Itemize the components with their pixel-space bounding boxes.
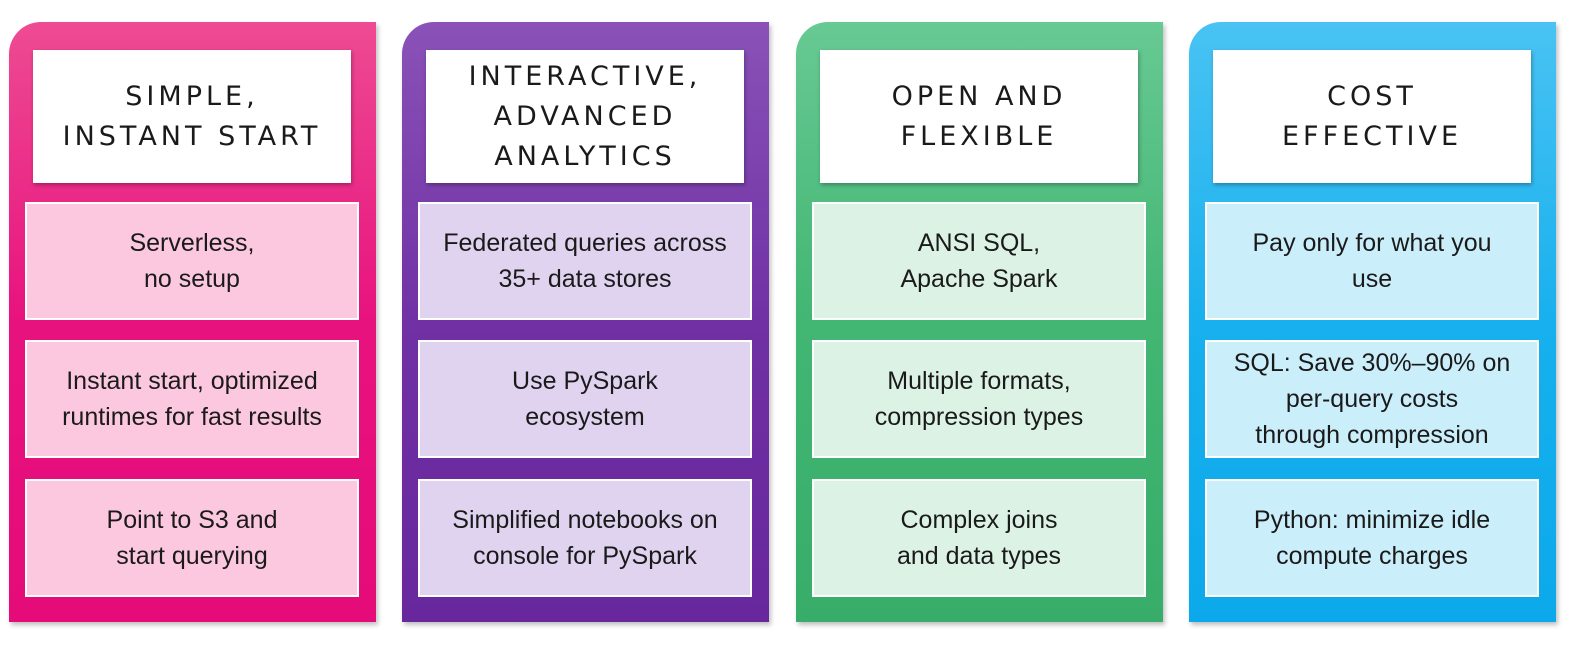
feature-card: Federated queries across 35+ data stores bbox=[418, 202, 752, 320]
column-header: OPEN AND FLEXIBLE bbox=[820, 50, 1138, 183]
feature-card-text: Complex joins and data types bbox=[896, 506, 1061, 570]
feature-card-text: SQL: Save 30%–90% on per-query costs thr… bbox=[1233, 349, 1511, 449]
feature-card-text: Serverless, no setup bbox=[129, 229, 255, 293]
column-interactive-advanced-analytics: INTERACTIVE, ADVANCED ANALYTICS Federate… bbox=[402, 22, 769, 622]
feature-card-text: Multiple formats, compression types bbox=[874, 367, 1084, 431]
feature-card: Pay only for what you use bbox=[1205, 202, 1539, 320]
feature-card-text: Python: minimize idle compute charges bbox=[1253, 506, 1491, 570]
feature-card: Multiple formats, compression types bbox=[812, 340, 1146, 458]
feature-card-text: ANSI SQL, Apache Spark bbox=[900, 229, 1058, 293]
feature-card: Serverless, no setup bbox=[25, 202, 359, 320]
feature-card-text: Federated queries across 35+ data stores bbox=[443, 229, 727, 293]
feature-card-text: Instant start, optimized runtimes for fa… bbox=[62, 367, 322, 431]
column-header: COST EFFECTIVE bbox=[1213, 50, 1531, 183]
feature-card-text: Point to S3 and start querying bbox=[106, 506, 278, 570]
column-simple-instant-start: SIMPLE, INSTANT START Serverless, no set… bbox=[9, 22, 376, 622]
feature-card: SQL: Save 30%–90% on per-query costs thr… bbox=[1205, 340, 1539, 458]
column-title: OPEN AND FLEXIBLE bbox=[891, 80, 1067, 152]
feature-card-text: Simplified notebooks on console for PySp… bbox=[452, 506, 718, 570]
feature-card: Point to S3 and start querying bbox=[25, 479, 359, 597]
column-cost-effective: COST EFFECTIVE Pay only for what you use… bbox=[1189, 22, 1556, 622]
column-title: INTERACTIVE, ADVANCED ANALYTICS bbox=[468, 60, 702, 172]
feature-card-text: Use PySpark ecosystem bbox=[512, 367, 658, 431]
feature-card-text: Pay only for what you use bbox=[1252, 229, 1492, 293]
feature-card: ANSI SQL, Apache Spark bbox=[812, 202, 1146, 320]
feature-card: Complex joins and data types bbox=[812, 479, 1146, 597]
feature-card: Simplified notebooks on console for PySp… bbox=[418, 479, 752, 597]
column-title: COST EFFECTIVE bbox=[1281, 80, 1463, 152]
column-header: INTERACTIVE, ADVANCED ANALYTICS bbox=[426, 50, 744, 183]
feature-card: Python: minimize idle compute charges bbox=[1205, 479, 1539, 597]
column-header: SIMPLE, INSTANT START bbox=[33, 50, 351, 183]
column-title: SIMPLE, INSTANT START bbox=[62, 80, 322, 152]
feature-card: Instant start, optimized runtimes for fa… bbox=[25, 340, 359, 458]
column-open-and-flexible: OPEN AND FLEXIBLE ANSI SQL, Apache Spark… bbox=[796, 22, 1163, 622]
feature-card: Use PySpark ecosystem bbox=[418, 340, 752, 458]
